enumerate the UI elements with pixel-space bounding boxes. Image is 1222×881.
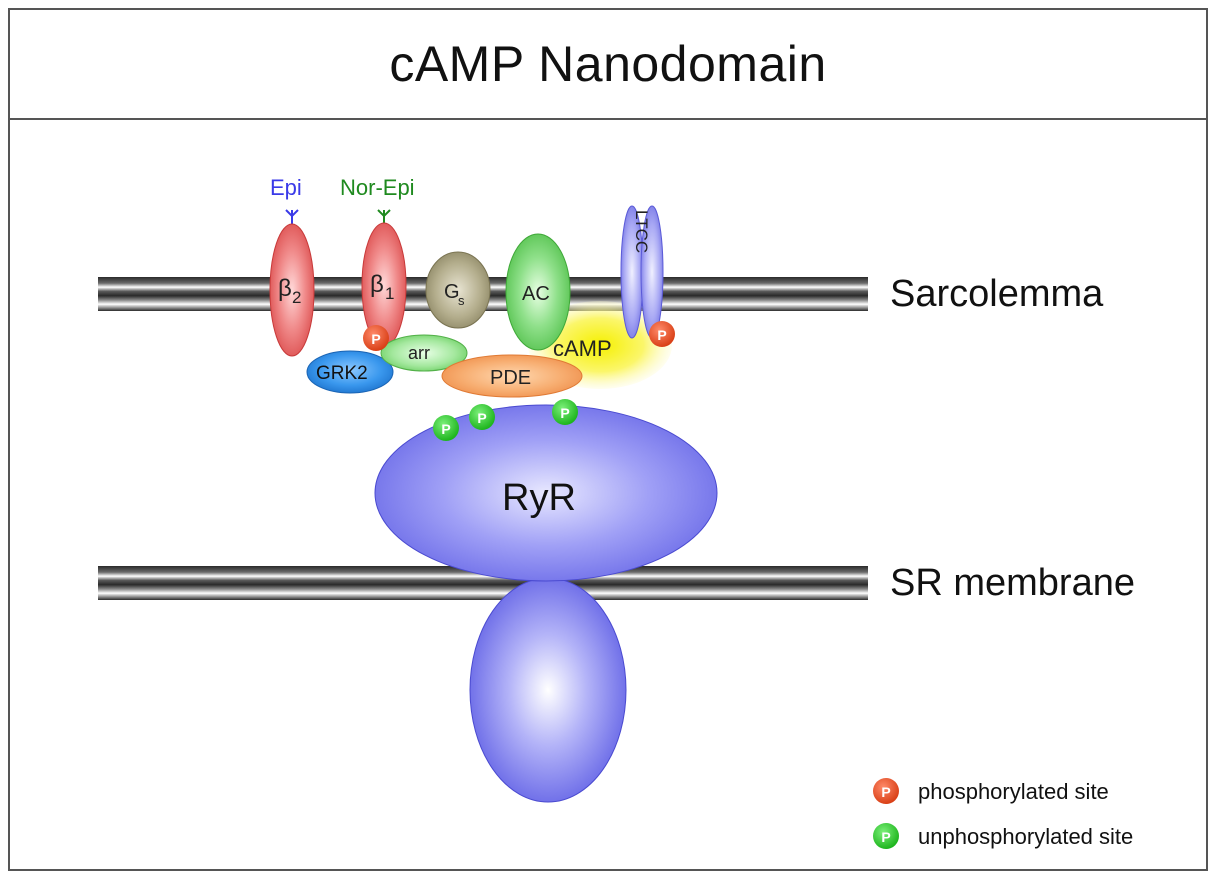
svg-text:P: P xyxy=(560,405,569,421)
sarcolemma-label: Sarcolemma xyxy=(890,273,1104,315)
epi-label: Epi xyxy=(270,175,302,200)
ltcc-label: LTCC xyxy=(632,210,651,253)
grk2-kinase: GRK2 xyxy=(306,350,394,394)
beta2-greek: β xyxy=(278,275,292,302)
arr-label: arr xyxy=(408,343,430,363)
phospho-site-ltcc: P xyxy=(649,321,675,347)
pde-enzyme: PDE xyxy=(441,354,583,398)
figure-title: cAMP Nanodomain xyxy=(389,36,827,92)
pde-label: PDE xyxy=(490,367,531,389)
unphospho-site-ryr-3: P xyxy=(552,399,578,425)
ryr-channel: RyR xyxy=(374,404,718,582)
legend-unphosphorylated-marker: P xyxy=(873,823,899,849)
ltcc-channel: LTCC xyxy=(620,205,664,339)
camp-label: cAMP xyxy=(553,336,612,361)
norepi-label: Nor-Epi xyxy=(340,175,415,200)
legend: P phosphorylated site P unphosphorylated… xyxy=(873,778,1133,849)
svg-text:P: P xyxy=(881,829,890,845)
svg-text:P: P xyxy=(371,331,380,347)
legend-phosphorylated-label: phosphorylated site xyxy=(918,779,1109,804)
legend-unphosphorylated-label: unphosphorylated site xyxy=(918,824,1133,849)
gs-sub: s xyxy=(458,293,465,308)
svg-text:P: P xyxy=(881,784,890,800)
legend-phosphorylated-marker: P xyxy=(873,778,899,804)
title-bar: cAMP Nanodomain xyxy=(10,10,1206,120)
svg-text:P: P xyxy=(657,327,666,343)
grk2-label: GRK2 xyxy=(316,363,368,384)
beta1-sub: 1 xyxy=(385,284,394,303)
arrestin: arr xyxy=(380,334,468,372)
unphospho-site-ryr-2: P xyxy=(469,404,495,430)
gs-main: G xyxy=(444,281,460,303)
svg-text:P: P xyxy=(477,410,486,426)
adenylyl-cyclase: AC xyxy=(505,233,571,351)
beta1-receptor: β 1 xyxy=(361,209,407,348)
ryr-lower-lobe xyxy=(469,577,627,803)
ryr-label: RyR xyxy=(502,477,576,519)
sr-membrane-label: SR membrane xyxy=(890,562,1135,604)
beta1-greek: β xyxy=(370,271,384,298)
phospho-site-beta1: P xyxy=(363,325,389,351)
gs-protein: G s xyxy=(425,251,491,329)
svg-text:P: P xyxy=(441,421,450,437)
ac-label: AC xyxy=(522,283,550,305)
beta2-receptor: β 2 xyxy=(269,209,315,357)
beta2-sub: 2 xyxy=(292,288,301,307)
unphospho-site-ryr-1: P xyxy=(433,415,459,441)
